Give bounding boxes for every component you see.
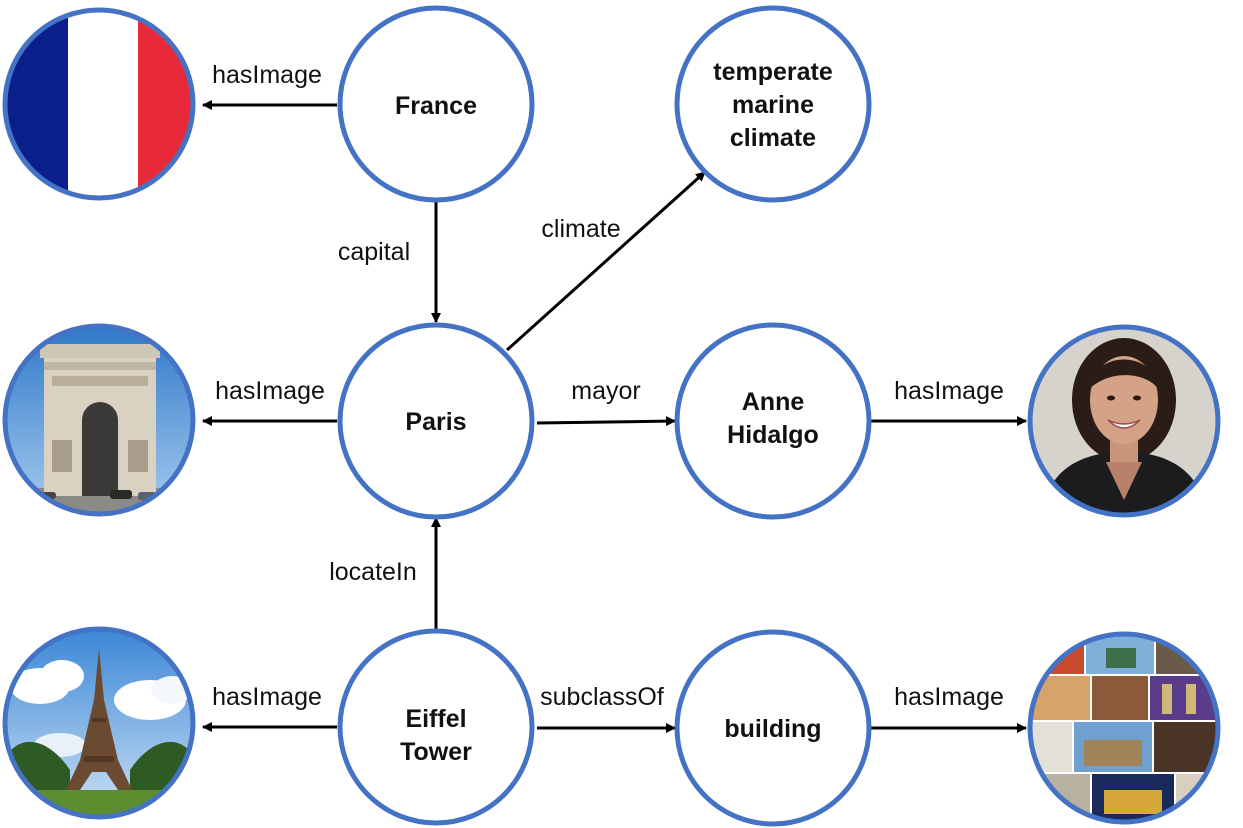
- edge-eiffel-hasimage: hasImage: [202, 683, 337, 732]
- node-anne-hidalgo: Anne Hidalgo: [674, 322, 872, 520]
- node-eiffel-tower: Eiffel Tower: [337, 628, 535, 826]
- edge-label-hasimage: hasImage: [212, 61, 322, 89]
- edge-label-subclassof: subclassOf: [540, 683, 664, 711]
- edge-paris-climate: climate: [505, 170, 707, 352]
- edge-label-hasimage: hasImage: [894, 377, 1004, 405]
- node-label-line-2: Hidalgo: [727, 421, 819, 449]
- edge-anne-hasimage: hasImage: [871, 377, 1027, 426]
- edge-label-locatein: locateIn: [329, 558, 417, 586]
- node-building: building: [674, 629, 872, 827]
- edge-label-hasimage: hasImage: [215, 377, 325, 405]
- edge-france-hasimage: hasImage: [202, 61, 337, 110]
- building-collage-image: [1027, 631, 1221, 825]
- node-label-line-2: Tower: [400, 738, 472, 766]
- edge-eiffel-locatein-paris: locateIn: [329, 517, 441, 630]
- node-france: France: [337, 5, 535, 203]
- edge-eiffel-subclassof-building: subclassOf: [537, 683, 676, 733]
- node-label-line-3: climate: [730, 124, 816, 152]
- node-label: building: [724, 715, 821, 743]
- france-flag-image: [2, 7, 196, 201]
- node-label: Paris: [405, 408, 466, 436]
- node-paris: Paris: [337, 322, 535, 520]
- node-label-line-1: temperate: [713, 58, 833, 86]
- edge-label-mayor: mayor: [571, 377, 640, 405]
- edge-label-capital: capital: [338, 238, 410, 266]
- eiffel-tower-image: [2, 626, 196, 820]
- anne-hidalgo-portrait-image: [1027, 324, 1221, 518]
- edge-paris-mayor-anne: mayor: [536, 377, 676, 427]
- edge-label-hasimage: hasImage: [894, 683, 1004, 711]
- node-label-line-1: Eiffel: [405, 705, 466, 733]
- node-temperate-marine-climate: temperate marine climate: [674, 5, 872, 203]
- edge-paris-hasimage: hasImage: [202, 377, 337, 426]
- arc-de-triomphe-image: [2, 323, 196, 517]
- edge-building-hasimage: hasImage: [871, 683, 1027, 733]
- edge-label-hasimage: hasImage: [212, 683, 322, 711]
- node-label-line-1: Anne: [742, 388, 805, 416]
- node-label-line-2: marine: [732, 91, 814, 119]
- edge-france-capital-paris: capital: [338, 202, 441, 323]
- node-label: France: [395, 92, 477, 120]
- edge-label-climate: climate: [541, 215, 620, 243]
